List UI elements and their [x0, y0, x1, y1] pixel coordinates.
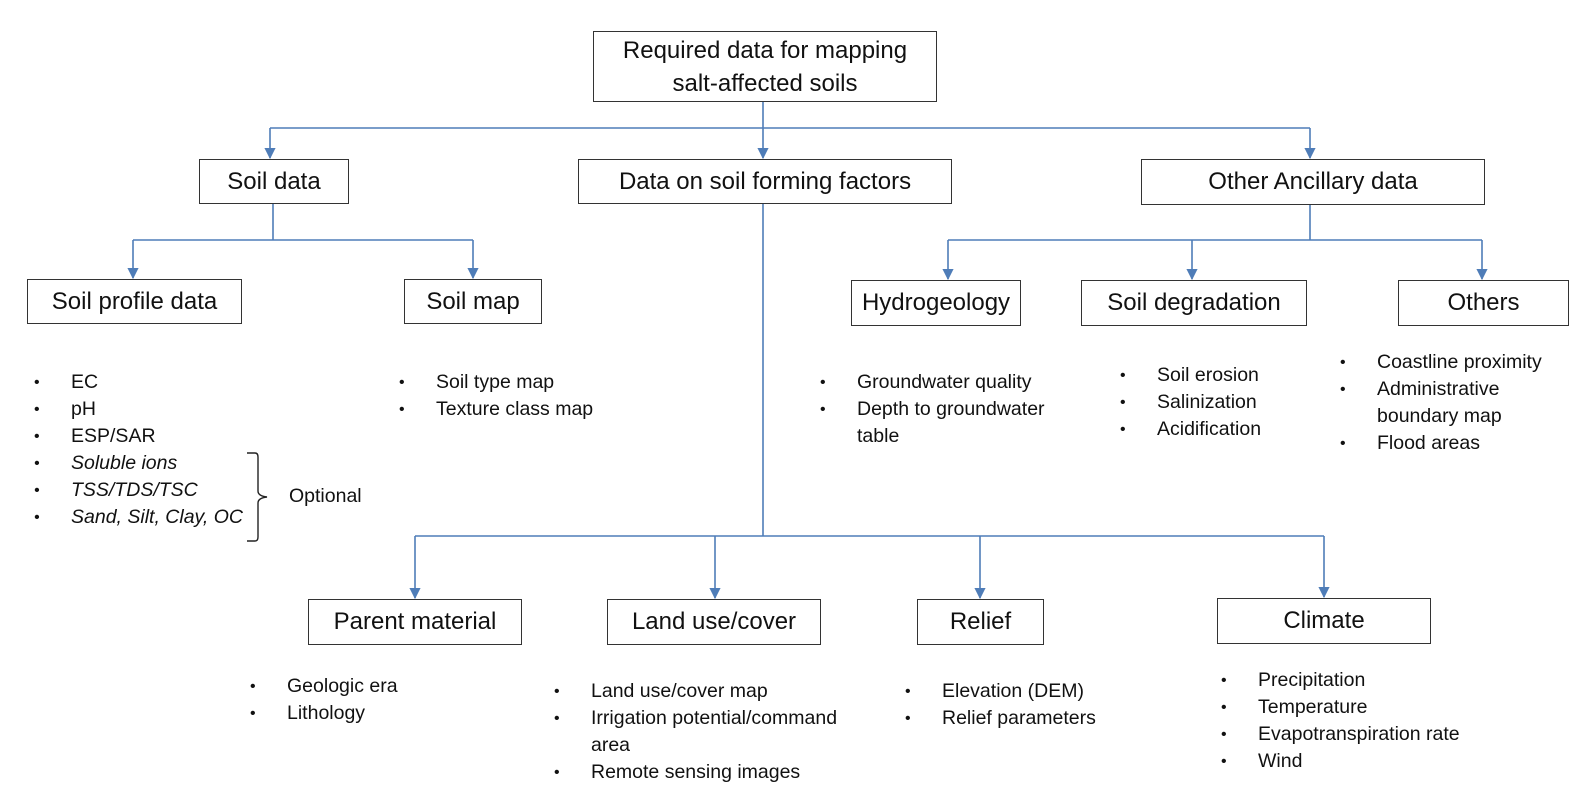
others-list: Coastline proximity Administrative bound…	[1340, 349, 1542, 457]
list-item-line: boundary map	[1377, 405, 1502, 427]
root-title-line2: salt-affected soils	[672, 69, 858, 97]
list-item: Salinization	[1120, 389, 1261, 416]
climate-node: Climate	[1217, 598, 1431, 644]
list-item-line: Depth to groundwater	[857, 398, 1045, 420]
climate-list: Precipitation Temperature Evapotranspira…	[1221, 667, 1460, 775]
list-item-line: Irrigation potential/command	[591, 707, 838, 729]
parent-material-list: Geologic era Lithology	[250, 673, 398, 727]
list-item: Temperature	[1221, 694, 1460, 721]
list-item: Depth to groundwater table	[820, 396, 1045, 450]
list-item: Evapotranspiration rate	[1221, 721, 1460, 748]
list-item: Wind	[1221, 748, 1460, 775]
list-item-line: Administrative	[1377, 378, 1500, 400]
land-use-cover-node: Land use/cover	[607, 599, 821, 645]
list-item: Groundwater quality	[820, 369, 1045, 396]
list-item: Soil erosion	[1120, 362, 1261, 389]
soil-forming-factors-node: Data on soil forming factors	[578, 159, 952, 204]
optional-brace	[247, 452, 268, 542]
soil-profile-data-node: Soil profile data	[27, 279, 242, 324]
root-node: Required data for mapping salt-affected …	[593, 31, 937, 102]
list-item-optional: TSS/TDS/TSC	[34, 477, 243, 504]
list-item-line: area	[591, 734, 631, 756]
list-item: Elevation (DEM)	[905, 678, 1096, 705]
root-title-line1: Required data for mapping	[622, 36, 908, 64]
list-item: Irrigation potential/command area	[554, 705, 837, 759]
list-item: Precipitation	[1221, 667, 1460, 694]
soil-data-node: Soil data	[199, 159, 349, 204]
list-item-optional: Sand, Silt, Clay, OC	[34, 504, 243, 531]
list-item: Texture class map	[399, 396, 593, 423]
list-item: Geologic era	[250, 673, 398, 700]
connector-root	[264, 101, 1316, 160]
optional-label: Optional	[289, 485, 362, 507]
soil-degradation-node: Soil degradation	[1081, 280, 1307, 326]
connector-other-ancillary	[942, 204, 1488, 281]
list-item-optional: Soluble ions	[34, 450, 243, 477]
list-item: Coastline proximity	[1340, 349, 1542, 376]
list-item: Relief parameters	[905, 705, 1096, 732]
list-item: Soil type map	[399, 369, 593, 396]
soil-degradation-list: Soil erosion Salinization Acidification	[1120, 362, 1261, 443]
soil-map-node: Soil map	[404, 279, 542, 324]
list-item: Administrative boundary map	[1340, 376, 1542, 430]
list-item: Flood areas	[1340, 430, 1542, 457]
list-item: ESP/SAR	[34, 423, 243, 450]
list-item: pH	[34, 396, 243, 423]
list-item: Land use/cover map	[554, 678, 837, 705]
list-item: Remote sensing images	[554, 759, 837, 786]
soil-map-list: Soil type map Texture class map	[399, 369, 593, 423]
hydrogeology-list: Groundwater quality Depth to groundwater…	[820, 369, 1045, 450]
list-item: EC	[34, 369, 243, 396]
others-node: Others	[1398, 280, 1569, 326]
relief-node: Relief	[917, 599, 1044, 645]
other-ancillary-node: Other Ancillary data	[1141, 159, 1485, 205]
land-use-list: Land use/cover map Irrigation potential/…	[554, 678, 837, 786]
connector-soil-forming	[409, 203, 1330, 600]
list-item: Acidification	[1120, 416, 1261, 443]
relief-list: Elevation (DEM) Relief parameters	[905, 678, 1096, 732]
connector-soil-data	[127, 203, 479, 280]
hydrogeology-node: Hydrogeology	[851, 280, 1021, 326]
list-item: Lithology	[250, 700, 398, 727]
soil-profile-list: EC pH ESP/SAR Soluble ions TSS/TDS/TSC S…	[34, 369, 243, 531]
list-item-line: table	[857, 425, 900, 447]
parent-material-node: Parent material	[308, 599, 522, 645]
